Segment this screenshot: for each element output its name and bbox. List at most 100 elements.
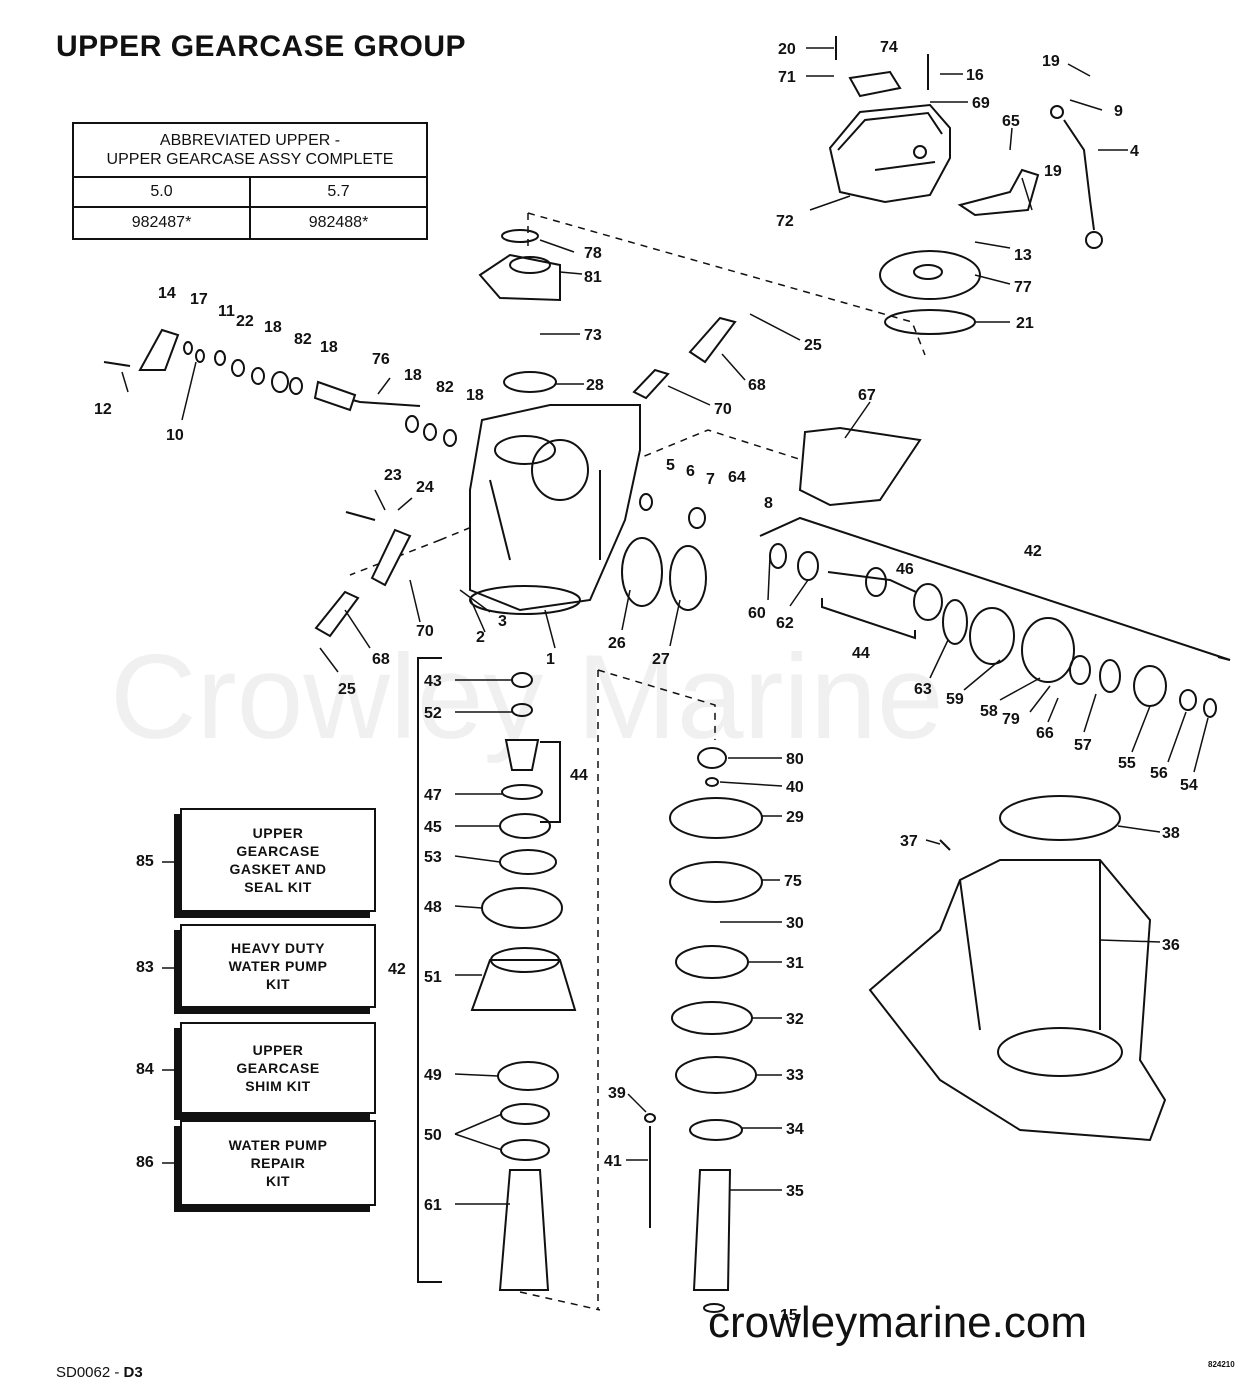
part-label: 18 <box>404 367 422 384</box>
part-label: 45 <box>424 819 442 836</box>
part-label: 52 <box>424 705 442 722</box>
leader-lines <box>121 47 1209 1205</box>
part-label: 42 <box>388 961 406 978</box>
part-label: 43 <box>424 673 442 690</box>
part-14-shift-lever <box>103 328 180 371</box>
part-label: 47 <box>424 787 442 804</box>
part-label: 67 <box>858 387 876 404</box>
kit-box-shim: UPPER GEARCASE SHIM KIT <box>174 1022 376 1120</box>
diagram-code: SD0062 - D3 <box>56 1364 143 1381</box>
kit-box-water-pump-repair: WATER PUMP REPAIR KIT <box>174 1120 376 1212</box>
part-label: 56 <box>1150 765 1168 782</box>
part-label: 34 <box>786 1121 804 1138</box>
part-1-housing <box>469 404 641 615</box>
part-label: 57 <box>1074 737 1092 754</box>
part-label: 55 <box>1118 755 1136 772</box>
part-label: 21 <box>1016 315 1034 332</box>
kit-box-heavy-duty-water-pump: HEAVY DUTY WATER PUMP KIT <box>174 924 376 1014</box>
part-label: 50 <box>424 1127 442 1144</box>
assembly-brackets <box>417 516 1231 1283</box>
kit-number: 85 <box>136 853 154 870</box>
diagram-code-prefix: SD0062 - <box>56 1364 124 1381</box>
part-label: 80 <box>786 751 804 768</box>
part-label: 12 <box>94 401 112 418</box>
part-label: 42 <box>1024 543 1042 560</box>
part-label: 3 <box>498 613 507 630</box>
small-washers <box>183 341 819 581</box>
part-77-plate <box>879 250 981 335</box>
part-label: 77 <box>1014 279 1032 296</box>
kit-label: UPPER GEARCASE SHIM KIT <box>236 1042 320 1094</box>
part-label: 16 <box>966 67 984 84</box>
part-label: 24 <box>416 479 434 496</box>
part-label: 11 <box>218 303 235 320</box>
part-label: 81 <box>584 269 602 286</box>
part-65-bracket <box>957 168 1040 217</box>
part-label: 62 <box>776 615 794 632</box>
part-label: 15 <box>780 1307 798 1324</box>
part-label: 32 <box>786 1011 804 1028</box>
part-label: 5 <box>666 457 675 474</box>
part-label: 39 <box>608 1085 626 1102</box>
part-72-cover <box>828 103 951 204</box>
kit-number: 86 <box>136 1154 154 1171</box>
part-26-seal <box>621 537 663 607</box>
part-label: 54 <box>1180 777 1198 794</box>
part-label: 70 <box>416 623 434 640</box>
part-label: 44 <box>570 767 588 784</box>
part-label: 35 <box>786 1183 804 1200</box>
part-label: 19 <box>1042 53 1060 70</box>
part-label: 78 <box>584 245 602 262</box>
part-label: 79 <box>1002 711 1020 728</box>
website-url: crowleymarine.com <box>708 1298 1087 1347</box>
part-label: 64 <box>728 469 746 486</box>
table-part-5-7: 982488* <box>249 206 428 240</box>
table-col-5-7: 5.7 <box>249 176 428 208</box>
part-label: 22 <box>236 313 254 330</box>
part-label: 4 <box>1130 143 1139 160</box>
part-label: 7 <box>706 471 715 488</box>
table-part-5-0: 982487* <box>72 206 251 240</box>
kit-number: 83 <box>136 959 154 976</box>
part-37-screw <box>939 839 951 851</box>
part-label: 73 <box>584 327 602 344</box>
part-label: 14 <box>158 285 176 302</box>
dashed-guide-lines <box>349 212 926 1311</box>
part-label: 30 <box>786 915 804 932</box>
part-label: 69 <box>972 95 990 112</box>
part-label: 70 <box>714 401 732 418</box>
part-23-bolt <box>345 511 376 521</box>
kit-label: UPPER GEARCASE GASKET AND SEAL KIT <box>229 825 327 895</box>
part-label: 8 <box>764 495 773 512</box>
part-label: 51 <box>424 969 442 986</box>
part-label: 60 <box>748 605 766 622</box>
part-label: 28 <box>586 377 604 394</box>
assembly-table-header: ABBREVIATED UPPER - UPPER GEARCASE ASSY … <box>72 122 428 178</box>
part-label: 44 <box>852 645 870 662</box>
part-38-seal-ring <box>999 795 1121 841</box>
part-41-stud <box>644 1113 656 1228</box>
part-68-gasket-top <box>688 316 737 364</box>
right-gearset-parts <box>942 599 1217 718</box>
part-number-labels: 20 74 71 16 69 19 9 4 65 19 72 13 77 21 … <box>94 39 1198 1324</box>
part-label: 48 <box>424 899 442 916</box>
part-label: 18 <box>320 339 338 356</box>
part-label: 6 <box>686 463 695 480</box>
part-label: 25 <box>338 681 356 698</box>
part-27-ring <box>669 545 707 611</box>
part-label: 72 <box>776 213 794 230</box>
part-label: 46 <box>896 561 914 578</box>
part-36-exhaust-housing <box>868 859 1167 1142</box>
part-label: 59 <box>946 691 964 708</box>
part-label: 58 <box>980 703 998 720</box>
part-label: 19 <box>1044 163 1062 180</box>
part-28-washer <box>503 371 557 393</box>
part-4-ground-strap <box>1050 105 1103 249</box>
water-pump-parts <box>669 747 763 1313</box>
part-label: 82 <box>294 331 312 348</box>
part-label: 18 <box>264 319 282 336</box>
part-44-shaft-assembly <box>827 567 943 621</box>
part-label: 13 <box>1014 247 1032 264</box>
